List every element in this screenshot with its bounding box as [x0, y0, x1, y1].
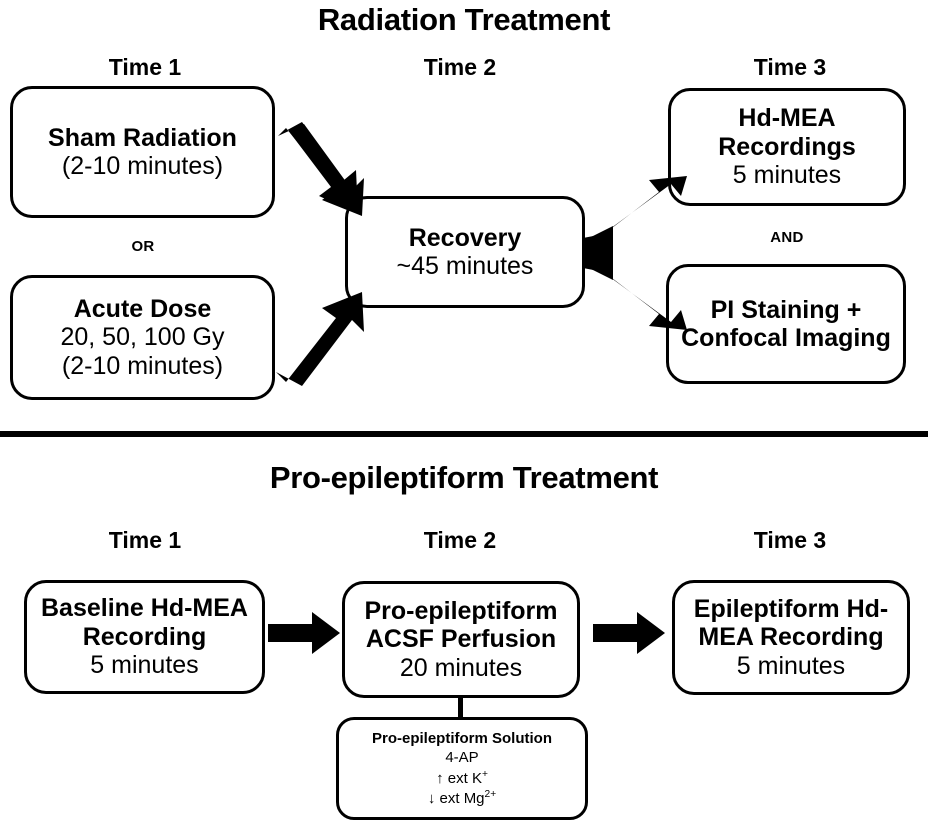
node-acute-dose[interactable]: Acute Dose 20, 50, 100 Gy (2-10 minutes): [10, 275, 275, 400]
node-acsf-perfusion[interactable]: Pro-epileptiform ACSF Perfusion 20 minut…: [342, 581, 580, 698]
node-hdmea-recordings-line-1: Hd-MEA: [738, 104, 836, 133]
solution-item-ext-mg: ↓ ext Mg2+: [428, 788, 496, 809]
arrow-acute-to-recovery: [276, 292, 364, 386]
node-acute-dose-line-1: Acute Dose: [73, 294, 212, 323]
solution-item-ext-k: ↑ ext K+: [436, 768, 488, 789]
node-hdmea-recordings[interactable]: Hd-MEA Recordings 5 minutes: [668, 88, 906, 206]
node-acsf-perfusion-line-2: ACSF Perfusion: [365, 625, 557, 654]
arrow-perfusion-to-epileptiform: [593, 612, 665, 654]
arrow-baseline-to-perfusion: [268, 612, 340, 654]
radiation-or-label: OR: [131, 238, 155, 255]
radiation-time-3-label: Time 3: [753, 54, 827, 80]
node-acute-dose-line-2: 20, 50, 100 Gy: [60, 323, 225, 352]
node-acsf-perfusion-line-3: 20 minutes: [399, 653, 523, 682]
node-baseline-recording-line-1: Baseline Hd-MEA: [41, 594, 248, 623]
node-epileptiform-recording-line-1: Epileptiform Hd-: [693, 594, 889, 623]
node-acsf-perfusion-line-1: Pro-epileptiform: [364, 596, 558, 625]
solution-title: Pro-epileptiform Solution: [372, 729, 552, 747]
node-proepileptiform-solution[interactable]: Pro-epileptiform Solution 4-AP ↑ ext K+ …: [336, 717, 588, 820]
node-baseline-recording-line-2: Recording: [82, 622, 207, 651]
node-pi-staining[interactable]: PI Staining + Confocal Imaging: [666, 264, 906, 384]
node-acute-dose-line-3: (2-10 minutes): [61, 351, 224, 380]
radiation-time-2-label: Time 2: [423, 54, 497, 80]
node-sham-radiation[interactable]: Sham Radiation (2-10 minutes): [10, 86, 275, 218]
node-epileptiform-recording-line-3: 5 minutes: [736, 651, 846, 680]
arrow-sham-to-recovery: [278, 122, 364, 216]
section-title-radiation: Radiation Treatment: [317, 2, 611, 37]
proepileptiform-time-1-label: Time 1: [108, 527, 182, 553]
radiation-and-label: AND: [770, 229, 804, 246]
node-epileptiform-recording[interactable]: Epileptiform Hd- MEA Recording 5 minutes: [672, 580, 910, 695]
arrow-recovery-branching: [583, 176, 687, 330]
solution-item-ext-mg-charge: 2+: [484, 789, 497, 800]
node-pi-staining-line-1: PI Staining +: [710, 295, 862, 324]
node-recovery-line-1: Recovery: [408, 223, 522, 252]
solution-item-ext-k-charge: +: [481, 768, 488, 780]
node-hdmea-recordings-line-3: 5 minutes: [732, 161, 842, 190]
node-baseline-recording-line-3: 5 minutes: [90, 651, 199, 680]
solution-item-4ap: 4-AP: [445, 749, 479, 766]
node-baseline-recording[interactable]: Baseline Hd-MEA Recording 5 minutes: [24, 580, 265, 694]
node-hdmea-recordings-line-2: Recordings: [718, 132, 856, 161]
node-sham-radiation-line-2: (2-10 minutes): [61, 152, 224, 180]
node-sham-radiation-line-1: Sham Radiation: [48, 123, 237, 152]
node-recovery[interactable]: Recovery ~45 minutes: [345, 196, 585, 308]
section-title-proepileptiform: Pro-epileptiform Treatment: [269, 460, 659, 495]
solution-item-ext-k-text: ↑ ext K: [436, 769, 482, 787]
proepileptiform-time-3-label: Time 3: [753, 527, 827, 553]
solution-item-ext-mg-text: ↓ ext Mg: [427, 790, 485, 807]
proepileptiform-time-2-label: Time 2: [423, 527, 497, 553]
section-divider: [0, 431, 928, 437]
node-recovery-line-2: ~45 minutes: [396, 252, 534, 280]
node-pi-staining-line-2: Confocal Imaging: [681, 324, 891, 352]
connector-perfusion-to-solution: [458, 697, 463, 719]
radiation-time-1-label: Time 1: [108, 54, 182, 80]
node-epileptiform-recording-line-2: MEA Recording: [698, 623, 884, 652]
